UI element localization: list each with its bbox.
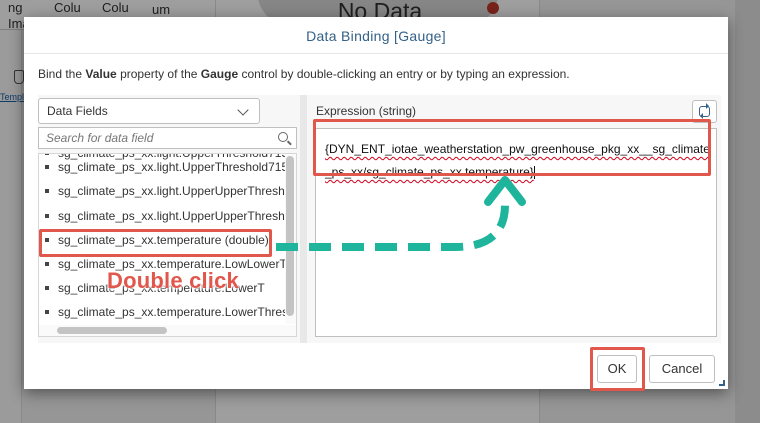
dialog-footer: OK Cancel [24, 350, 728, 389]
list-item[interactable]: sg_climate_ps_xx.light.UpperThreshold715 [39, 153, 285, 165]
background-cell: um [152, 2, 171, 17]
expression-label: Expression (string) [316, 104, 417, 118]
vertical-scrollbar[interactable] [285, 154, 296, 324]
bullet-icon [45, 164, 49, 169]
list-item-temperature[interactable]: sg_climate_ps_xx.temperature (double) [39, 228, 285, 252]
bullet-icon [45, 261, 49, 266]
data-source-dropdown[interactable]: Data Fields [38, 98, 260, 124]
toggle-mode-button[interactable] [692, 100, 717, 123]
bullet-icon [45, 154, 49, 155]
background-template-link: Templ [0, 92, 25, 102]
cancel-button[interactable]: Cancel [649, 355, 715, 383]
dropdown-selected-value: Data Fields [47, 104, 108, 118]
instructions-gauge-word: Gauge [200, 67, 239, 81]
list-item[interactable]: sg_climate_ps_xx.light.UpperThreshold715 [39, 155, 285, 179]
toggle-mode-icon [699, 103, 710, 119]
instructions-value-word: Value [85, 67, 117, 81]
panel-splitter[interactable] [300, 95, 307, 343]
bullet-icon [45, 213, 49, 218]
bullet-icon [45, 188, 49, 193]
double-click-annotation: Double click [107, 268, 239, 293]
list-item-label: sg_climate_ps_xx.light.UpperThreshold715 [58, 160, 285, 174]
scrollbar-thumb[interactable] [286, 156, 294, 316]
list-item-label: sg_climate_ps_xx.temperature.LowerT [58, 281, 265, 295]
text-caret [533, 166, 535, 180]
background-toolbar [0, 30, 22, 423]
list-item-label: sg_climate_ps_xx.temperature.LowLowerT [58, 257, 285, 271]
scrollbar-thumb[interactable] [57, 327, 167, 334]
list-item[interactable]: sg_climate_ps_xx.temperature.LowerThres [39, 300, 285, 324]
data-binding-dialog: Data Binding [Gauge] Bind the Value prop… [24, 17, 728, 389]
list-item[interactable]: sg_climate_ps_xx.light.UpperUpperThresh [39, 204, 285, 228]
dialog-title: Data Binding [Gauge] [24, 17, 728, 54]
search-icon[interactable] [278, 132, 288, 142]
list-item-label: sg_climate_ps_xx.light.UpperUpperThresh [58, 184, 285, 198]
bullet-icon [45, 237, 49, 242]
list-item[interactable]: sg_climate_ps_xx.temperature.LowerT [39, 276, 285, 300]
data-field-list: sg_climate_ps_xx.light.UpperThreshold715… [38, 153, 297, 337]
chevron-down-icon[interactable] [237, 104, 249, 116]
ok-button[interactable]: OK [597, 355, 637, 383]
search-input[interactable] [39, 128, 269, 148]
expression-highlight-box [313, 119, 711, 176]
dialog-instructions: Bind the Value property of the Gauge con… [38, 67, 570, 81]
instructions-prefix: Bind the [38, 67, 86, 81]
list-item-label: sg_climate_ps_xx.light.UpperUpperThresh [58, 209, 285, 223]
bullet-icon [45, 309, 49, 314]
bullet-icon [45, 285, 49, 290]
resize-grip-icon[interactable] [719, 380, 725, 386]
list-item-label: sg_climate_ps_xx.temperature.LowerThres [58, 305, 285, 319]
instructions-middle: property of the [116, 67, 201, 81]
ok-highlight-box [590, 347, 645, 391]
gauge-marker-icon [487, 2, 499, 14]
list-item[interactable]: sg_climate_ps_xx.temperature.LowLowerT [39, 252, 285, 276]
list-item-label: sg_climate_ps_xx.light.UpperThreshold715 [58, 153, 285, 160]
list-item-label: sg_climate_ps_xx.temperature (double) [58, 233, 269, 247]
template-icon [14, 70, 24, 84]
search-field[interactable] [38, 127, 297, 149]
horizontal-scrollbar[interactable] [39, 325, 296, 336]
background-right-panel [735, 0, 760, 423]
list-item-highlight-box [39, 229, 272, 257]
instructions-suffix: control by double-clicking an entry or b… [238, 67, 570, 81]
list-item[interactable]: sg_climate_ps_xx.light.UpperUpperThresh [39, 179, 285, 203]
